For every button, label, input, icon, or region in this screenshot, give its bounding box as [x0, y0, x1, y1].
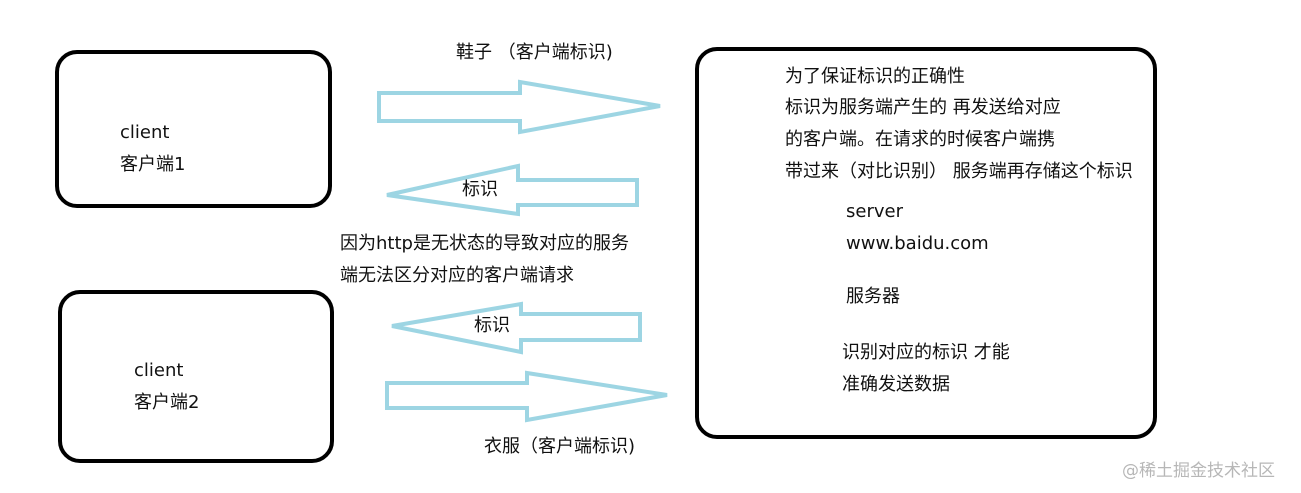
token-label-top: 标识 — [462, 179, 498, 200]
server-box — [695, 47, 1157, 439]
client-2-name: client — [134, 360, 184, 381]
arrow-right-top — [377, 79, 661, 135]
server-label: 服务器 — [846, 286, 900, 307]
client-1-name: client — [120, 122, 170, 143]
shoes-label: 鞋子 （客户端标识) — [456, 42, 613, 63]
server-domain: www.baidu.com — [846, 233, 989, 254]
arrow-left-top — [386, 163, 639, 217]
arrow-right-bottom — [385, 370, 668, 423]
stateless-note-line-2: 端无法区分对应的客户端请求 — [340, 265, 574, 286]
server-identify-line-2: 准确发送数据 — [842, 374, 950, 395]
server-desc-line-3: 的客户端。在请求的时候客户端携 — [785, 129, 1055, 150]
server-desc-line-1: 为了保证标识的正确性 — [785, 66, 965, 87]
client-2-label: 客户端2 — [134, 392, 200, 413]
client-2-box — [58, 290, 334, 463]
server-desc-line-2: 标识为服务端产生的 再发送给对应 — [785, 97, 1061, 118]
client-1-label: 客户端1 — [120, 154, 186, 175]
server-identify-line-1: 识别对应的标识 才能 — [842, 342, 1010, 363]
watermark: @稀土掘金技术社区 — [1122, 461, 1275, 481]
server-name: server — [846, 201, 903, 222]
clothes-label: 衣服（客户端标识) — [484, 436, 636, 457]
client-1-box — [55, 50, 332, 208]
arrow-left-bottom — [391, 301, 642, 355]
stateless-note-line-1: 因为http是无状态的导致对应的服务 — [340, 233, 629, 254]
server-desc-line-4: 带过来（对比识别） 服务端再存储这个标识 — [785, 161, 1133, 182]
token-label-bottom: 标识 — [474, 315, 510, 336]
